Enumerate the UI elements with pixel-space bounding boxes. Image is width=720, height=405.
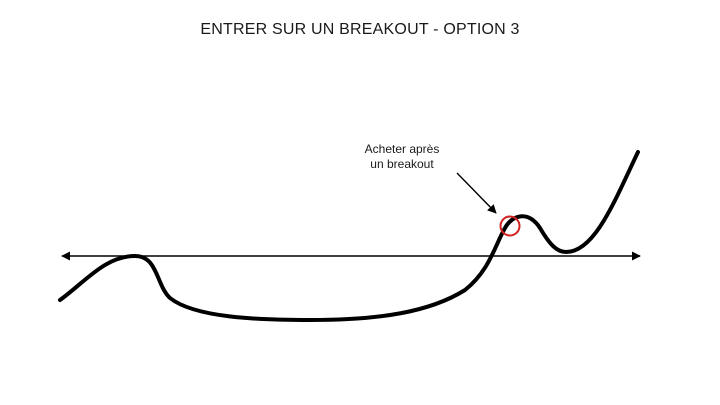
annotation-line-2: un breakout (370, 157, 434, 171)
diagram-title: ENTRER SUR UN BREAKOUT - OPTION 3 (200, 21, 520, 38)
annotation-line-1: Acheter après (365, 142, 440, 156)
annotation-arrow (456, 172, 497, 214)
price-curve (58, 150, 640, 322)
entry-point-circle (499, 215, 521, 237)
